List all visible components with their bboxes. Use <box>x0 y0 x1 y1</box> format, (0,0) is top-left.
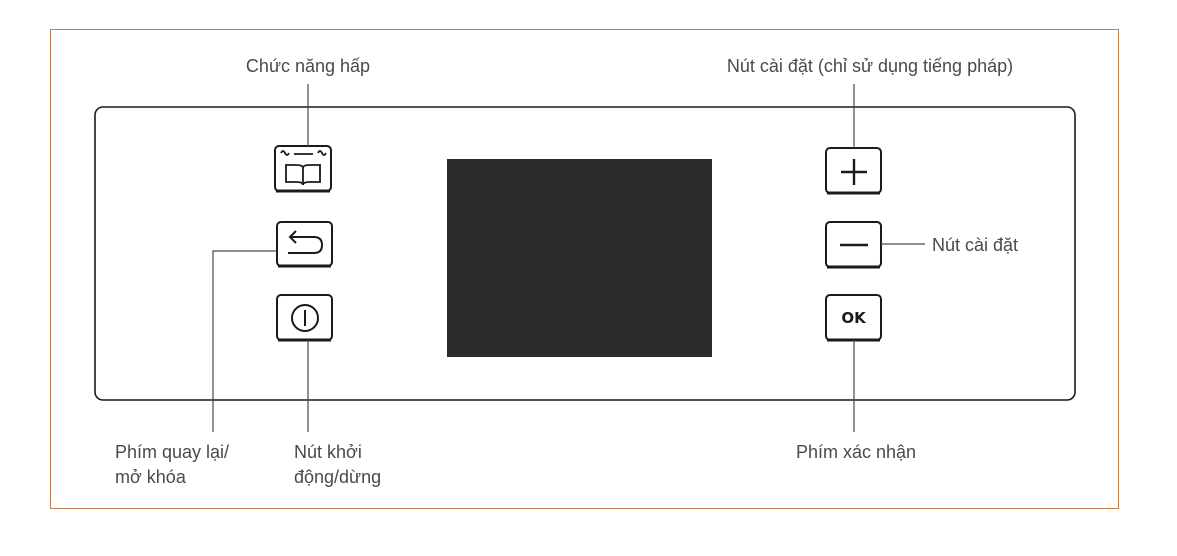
label-back-unlock-line2: mở khóa <box>115 467 186 487</box>
display-screen <box>447 159 712 357</box>
label-start-stop-line2: động/dừng <box>294 467 382 487</box>
back-unlock-button[interactable] <box>276 221 333 268</box>
label-settings-button-french: Nút cài đặt (chỉ sử dụng tiếng pháp) <box>726 56 1014 76</box>
ok-button-label: OK <box>841 309 867 327</box>
leader-back-unlock <box>212 250 277 432</box>
minus-button[interactable] <box>825 221 882 269</box>
outer-frame <box>50 29 1119 509</box>
label-steam-function: Chức năng hấp <box>245 56 371 76</box>
power-icon <box>291 304 319 332</box>
control-panel <box>94 106 1076 401</box>
plus-icon <box>841 159 867 185</box>
book-steam-icon <box>280 150 327 186</box>
label-confirm-key: Phím xác nhận <box>795 442 917 462</box>
label-settings-button: Nút cài đặt <box>932 235 1019 255</box>
ok-button[interactable]: OK <box>825 294 882 342</box>
label-back-unlock-line1: Phím quay lại/ <box>115 442 230 462</box>
plus-button[interactable] <box>825 147 882 195</box>
start-stop-button[interactable] <box>276 294 333 342</box>
return-arrow-icon <box>288 230 324 254</box>
label-start-stop-line1: Nút khởi <box>294 442 362 462</box>
steam-function-button[interactable] <box>274 145 332 193</box>
